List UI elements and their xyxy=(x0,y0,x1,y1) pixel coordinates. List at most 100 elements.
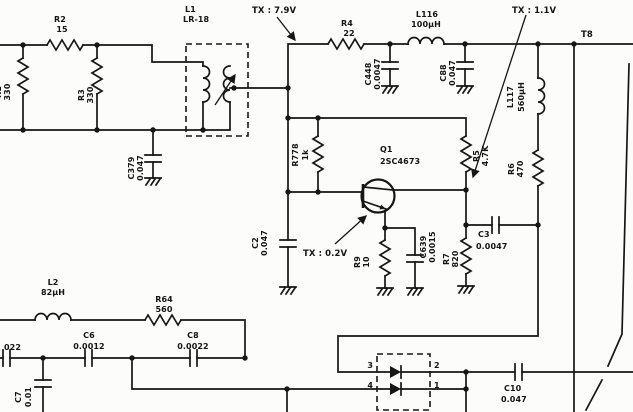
label-l1-value: LR-18 xyxy=(183,15,210,24)
capacitor-C8-symbol xyxy=(189,349,198,367)
label-c639-ref: C639 xyxy=(419,235,428,258)
label-r2-value: 15 xyxy=(56,25,68,34)
label-cut-capacitor-value-partial: 022 xyxy=(4,343,21,352)
transformer-adjust-arrow xyxy=(214,73,236,106)
transformer-L1-primary-coil xyxy=(202,65,211,103)
resistor-R64-symbol xyxy=(144,314,182,326)
label-r64-ref: R64 xyxy=(155,295,173,304)
label-c448-value: 0.0047 xyxy=(373,58,382,89)
label-l2-value: 82µH xyxy=(41,288,65,297)
tx-7v9-label: TX : 7.9V xyxy=(252,6,297,16)
junction-dots xyxy=(20,41,577,392)
diode-bottom-symbol xyxy=(389,382,402,396)
diode-pin-2-label: 2 xyxy=(434,361,440,370)
label-r4-value: 22 xyxy=(343,29,354,38)
label-l117-ref: L117 xyxy=(506,86,515,108)
label-q1-ref: Q1 xyxy=(380,145,393,154)
capacitor-C10-symbol xyxy=(514,363,523,381)
label-r1-value: 330 xyxy=(3,83,12,100)
label-r64-value: 560 xyxy=(156,305,173,314)
terminal-t8-label: T8 xyxy=(581,30,593,40)
label-l116-ref: L116 xyxy=(416,10,439,19)
inductor-L117-symbol xyxy=(537,77,546,115)
label-c6-ref: C6 xyxy=(83,331,95,340)
diode-top-symbol xyxy=(389,365,402,379)
label-r5-ref: R5 xyxy=(472,150,481,162)
label-c7-ref: C7 xyxy=(14,391,23,403)
label-r3-value: 330 xyxy=(86,86,95,103)
label-r9-ref: R9 xyxy=(353,256,362,268)
label-c2-value: 0.047 xyxy=(260,230,269,256)
transformer-L1-dashed-box xyxy=(185,43,249,137)
tx-0v2-leader-arrow xyxy=(334,215,368,245)
resistor-R2-symbol xyxy=(46,39,84,51)
resistor-R778-symbol xyxy=(312,135,324,173)
resistor-R9-symbol xyxy=(379,239,391,277)
inductor-L116-symbol xyxy=(407,36,445,45)
label-c8-value: 0.0022 xyxy=(177,342,208,351)
label-r5-value: 4.7K xyxy=(481,145,490,166)
ground-C639 xyxy=(406,287,424,296)
label-c88-ref: C88 xyxy=(439,64,448,82)
label-c379-ref: C379 xyxy=(127,156,136,179)
resistor-R5-symbol xyxy=(460,135,472,173)
tx-0v2-label: TX : 0.2V xyxy=(303,249,348,259)
label-r6-ref: R6 xyxy=(507,163,516,175)
capacitor-C379-symbol xyxy=(144,154,162,163)
label-r1-ref: R1 xyxy=(0,86,3,98)
ground-C88 xyxy=(456,85,474,94)
diode-block-dashed-box xyxy=(376,353,431,411)
label-c2-ref: C2 xyxy=(251,237,260,249)
resistor-R7-symbol xyxy=(460,237,472,275)
label-c379-value: 0.047 xyxy=(136,155,145,181)
diode-pin-1-label: 1 xyxy=(434,381,440,390)
resistor-R4-symbol xyxy=(327,38,365,50)
resistor-R1-symbol xyxy=(17,57,29,95)
capacitor-C2-symbol xyxy=(279,239,297,248)
resistor-R6-symbol xyxy=(532,149,544,187)
label-c10-ref: C10 xyxy=(504,384,522,393)
ground-R7 xyxy=(457,285,475,294)
tx-1v1-leader-arrow xyxy=(471,14,527,179)
transistor-Q1-symbol xyxy=(360,178,396,214)
tx-1v1-label: TX : 1.1V xyxy=(512,6,557,16)
ground-C448 xyxy=(381,85,399,94)
label-c7-value: 0.01 xyxy=(24,387,33,407)
label-r3-ref: R3 xyxy=(77,89,86,101)
ground-C379 xyxy=(144,177,162,186)
label-c8-ref: C8 xyxy=(187,331,199,340)
tx-7v9-leader-arrow xyxy=(276,16,296,42)
capacitor-C448-symbol xyxy=(381,61,399,70)
capacitor-edge-partial-symbol xyxy=(2,349,11,367)
label-r4-ref: R4 xyxy=(341,19,353,28)
label-c10-value: 0.047 xyxy=(501,395,527,404)
diode-pin-4-label: 4 xyxy=(367,381,373,390)
label-c3-ref: C3 xyxy=(478,230,490,239)
label-r778-value: 1k xyxy=(301,149,310,161)
label-r7-value: 820 xyxy=(451,250,460,267)
ground-R9 xyxy=(376,287,394,296)
label-l117-value: 560µH xyxy=(517,82,526,112)
capacitor-C88-symbol xyxy=(456,61,474,70)
label-r9-value: 10 xyxy=(362,256,371,268)
label-r2-ref: R2 xyxy=(54,15,66,24)
label-c3-value: 0.0047 xyxy=(476,242,507,251)
label-r778-ref: R778 xyxy=(291,143,300,167)
label-c6-value: 0.0012 xyxy=(73,342,104,351)
inductor-L2-symbol xyxy=(34,312,72,321)
diode-pin-3-label: 3 xyxy=(367,361,373,370)
label-q1-value: 2SC4673 xyxy=(380,157,420,166)
capacitor-C3-symbol xyxy=(491,216,500,234)
label-c88-value: 0.047 xyxy=(448,60,457,86)
label-c448-ref: C448 xyxy=(364,62,373,85)
label-l1-ref: L1 xyxy=(185,5,196,14)
label-r6-value: 470 xyxy=(516,160,525,177)
capacitor-C7-symbol xyxy=(34,379,52,388)
label-l2-ref: L2 xyxy=(48,278,59,287)
label-r7-ref: R7 xyxy=(442,253,451,265)
capacitor-C6-symbol xyxy=(84,349,93,367)
label-l116-value: 100µH xyxy=(411,20,441,29)
label-c639-value: 0.0015 xyxy=(428,231,437,263)
